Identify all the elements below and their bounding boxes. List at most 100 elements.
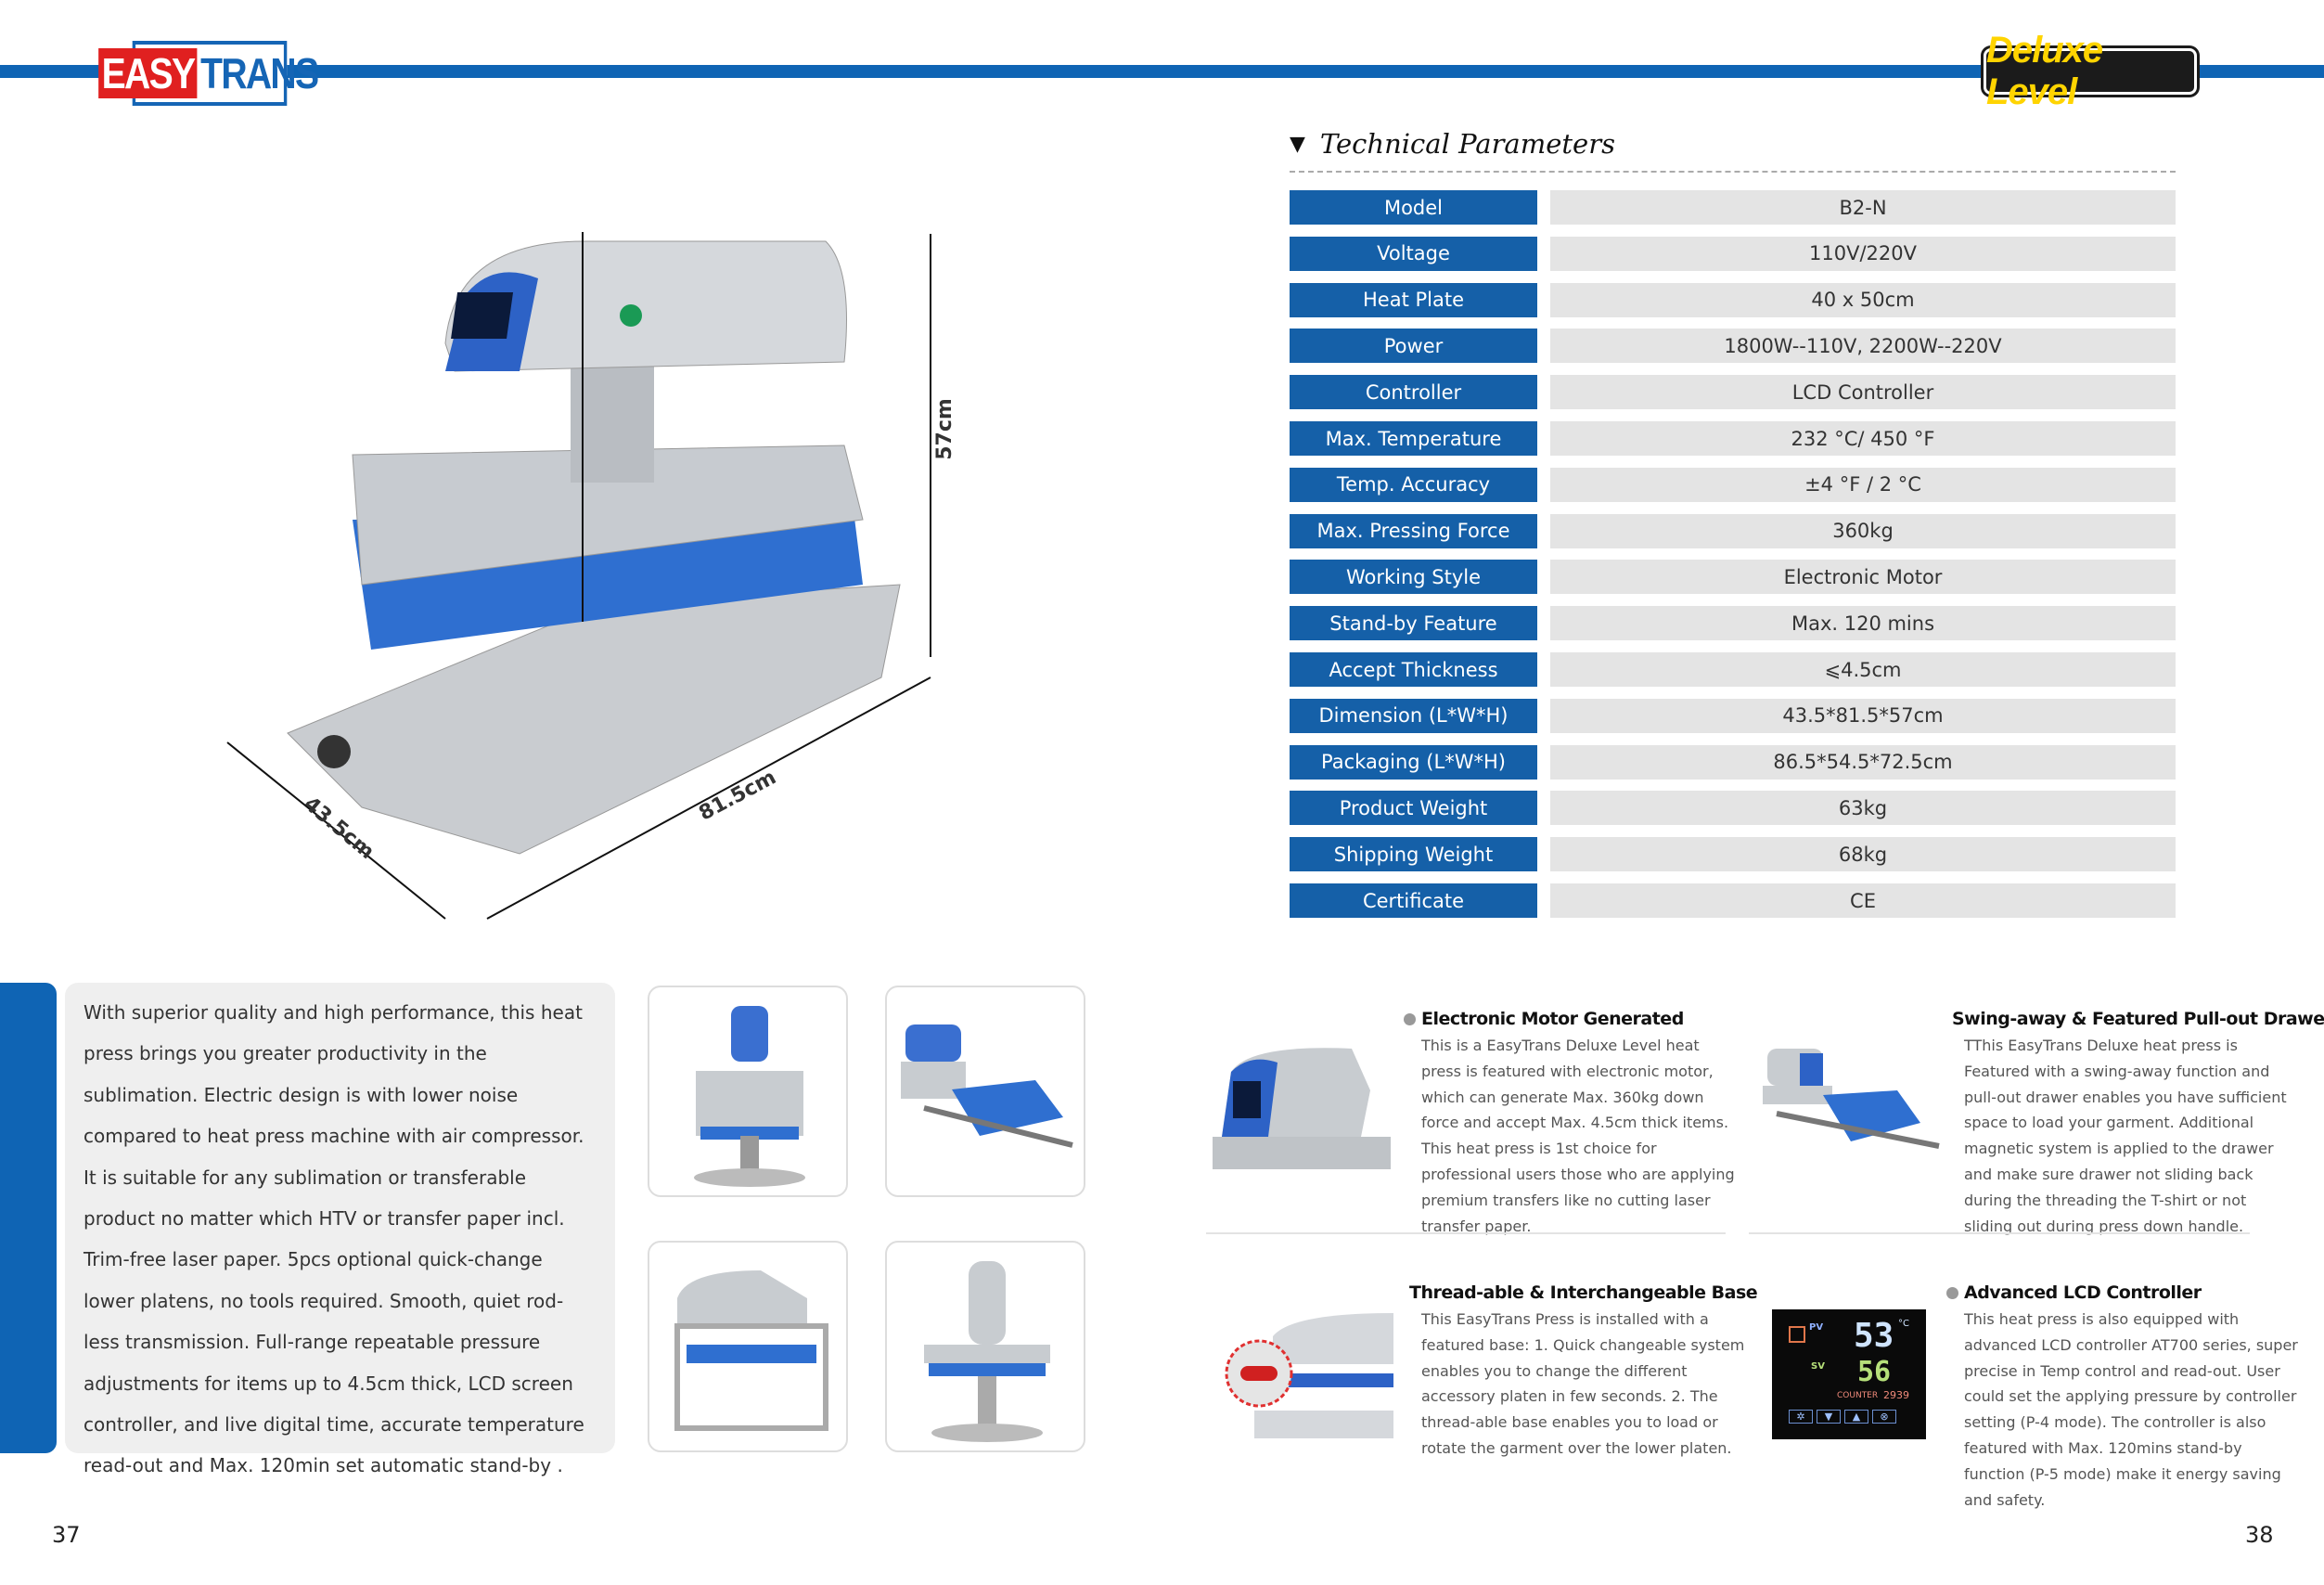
param-row: Max. Pressing Force 360kg	[1290, 513, 2176, 548]
product-description: With superior quality and high performan…	[65, 983, 615, 1476]
param-row: Shipping Weight 68kg	[1290, 837, 2176, 872]
param-value: 63kg	[1550, 791, 2176, 826]
param-value: 360kg	[1550, 513, 2176, 548]
thumbnail-rear-view[interactable]	[885, 1241, 1085, 1452]
feature-text: This EasyTrans Press is installed with a…	[1421, 1310, 1745, 1457]
param-value: 43.5*81.5*57cm	[1550, 698, 2176, 733]
param-label: Dimension (L*W*H)	[1290, 698, 1537, 733]
param-row: Power 1800W--110V, 2200W--220V	[1290, 329, 2176, 364]
param-row: Product Weight 63kg	[1290, 791, 2176, 826]
param-label: Power	[1290, 329, 1537, 364]
param-row: Model B2-N	[1290, 190, 2176, 225]
feature-title: Swing-away & Featured Pull-out Drawer	[1952, 1009, 2324, 1029]
cancel-key-icon: ⊗	[1872, 1410, 1896, 1424]
param-label: Stand-by Feature	[1290, 606, 1537, 641]
feature-title: Electronic Motor Generated	[1421, 1009, 1684, 1029]
param-row: Packaging (L*W*H) 86.5*54.5*72.5cm	[1290, 744, 2176, 780]
unit-label: °C	[1898, 1319, 1909, 1329]
param-value: 40 x 50cm	[1550, 282, 2176, 317]
logo-trans: TRANS	[200, 49, 319, 97]
logo-easy: EASY	[98, 48, 198, 98]
feature-image-drawer	[1763, 1049, 1940, 1149]
press-column	[571, 362, 654, 483]
sv-label: SV	[1811, 1361, 1825, 1372]
page-number-right: 38	[2245, 1522, 2274, 1548]
side-accent-bar	[0, 983, 57, 1453]
upper-platen	[352, 445, 864, 586]
param-row: Controller LCD Controller	[1290, 375, 2176, 410]
header-bar	[0, 65, 2324, 78]
param-label: Certificate	[1290, 883, 1537, 918]
param-value: 68kg	[1550, 837, 2176, 872]
param-row: Heat Plate 40 x 50cm	[1290, 282, 2176, 317]
param-value: 110V/220V	[1550, 236, 2176, 271]
param-label: Heat Plate	[1290, 282, 1537, 317]
param-row: Accept Thickness ⩽4.5cm	[1290, 652, 2176, 687]
heat-icon	[1789, 1326, 1805, 1343]
param-label: Packaging (L*W*H)	[1290, 744, 1537, 780]
param-label: Controller	[1290, 375, 1537, 410]
param-value: ±4 °F / 2 °C	[1550, 467, 2176, 502]
thumbnail-front-view[interactable]	[648, 986, 848, 1197]
thumbnail-drawer-view[interactable]	[885, 986, 1085, 1197]
param-value: 86.5*54.5*72.5cm	[1550, 744, 2176, 780]
heading-text: Technical Parameters	[1319, 128, 1615, 160]
param-row: Working Style Electronic Motor	[1290, 560, 2176, 595]
param-label: Temp. Accuracy	[1290, 467, 1537, 502]
param-row: Temp. Accuracy ±4 °F / 2 °C	[1290, 467, 2176, 502]
page-number-left: 37	[52, 1522, 81, 1548]
bullet-icon	[1946, 1286, 1958, 1299]
lcd-screen-icon	[451, 292, 514, 339]
bullet-icon	[1404, 1012, 1416, 1025]
handle-knob	[317, 735, 351, 768]
divider	[1290, 171, 2176, 173]
param-row: Certificate CE	[1290, 883, 2176, 918]
param-label: Working Style	[1290, 560, 1537, 595]
pv-label: PV	[1809, 1322, 1824, 1333]
feature-text: This heat press is also equipped with ad…	[1964, 1310, 2298, 1509]
pv-value: 53	[1854, 1317, 1894, 1355]
param-row: Stand-by Feature Max. 120 mins	[1290, 606, 2176, 641]
param-row: Dimension (L*W*H) 43.5*81.5*57cm	[1290, 698, 2176, 733]
feature-image-base	[1225, 1313, 1393, 1438]
thumbnail-side-view[interactable]	[648, 1241, 848, 1452]
feature-image-motor	[1213, 1035, 1391, 1169]
deluxe-level-badge: Deluxe Level	[1984, 30, 2197, 112]
param-label: Model	[1290, 190, 1537, 225]
param-value: ⩽4.5cm	[1550, 652, 2176, 687]
sv-value: 56	[1857, 1356, 1892, 1388]
settings-key-icon: ✲	[1789, 1410, 1813, 1424]
param-value: Max. 120 mins	[1550, 606, 2176, 641]
power-button-icon	[620, 304, 642, 327]
press-head	[444, 240, 847, 372]
param-value: Electronic Motor	[1550, 560, 2176, 595]
divider	[1206, 1232, 1726, 1234]
up-key-icon: ▲	[1844, 1410, 1868, 1424]
param-value: LCD Controller	[1550, 375, 2176, 410]
param-value: 1800W--110V, 2200W--220V	[1550, 329, 2176, 364]
param-label: Product Weight	[1290, 791, 1537, 826]
triangle-down-icon: ▼	[1290, 132, 1305, 156]
down-key-icon: ▼	[1817, 1410, 1841, 1424]
technical-parameters-heading: ▼ Technical Parameters	[1290, 128, 1615, 160]
counter-label: COUNTER	[1837, 1391, 1879, 1400]
param-label: Shipping Weight	[1290, 837, 1537, 872]
param-value: CE	[1550, 883, 2176, 918]
divider	[1749, 1232, 2250, 1234]
param-label: Accept Thickness	[1290, 652, 1537, 687]
height-dimension-label: 57cm	[932, 398, 957, 460]
feature-title: Thread-able & Interchangeable Base	[1409, 1282, 1758, 1303]
param-value: 232 °C/ 450 °F	[1550, 421, 2176, 456]
param-value: B2-N	[1550, 190, 2176, 225]
lcd-controller-image: PV 53 °C SV 56 COUNTER 2939 ✲ ▼ ▲ ⊗	[1772, 1309, 1926, 1439]
feature-title: Advanced LCD Controller	[1964, 1282, 2202, 1303]
feature-text: TThis EasyTrans Deluxe heat press is Fea…	[1964, 1037, 2287, 1235]
counter-value: 2939	[1883, 1389, 1909, 1401]
feature-text: This is a EasyTrans Deluxe Level heat pr…	[1421, 1037, 1735, 1235]
param-label: Max. Pressing Force	[1290, 513, 1537, 548]
